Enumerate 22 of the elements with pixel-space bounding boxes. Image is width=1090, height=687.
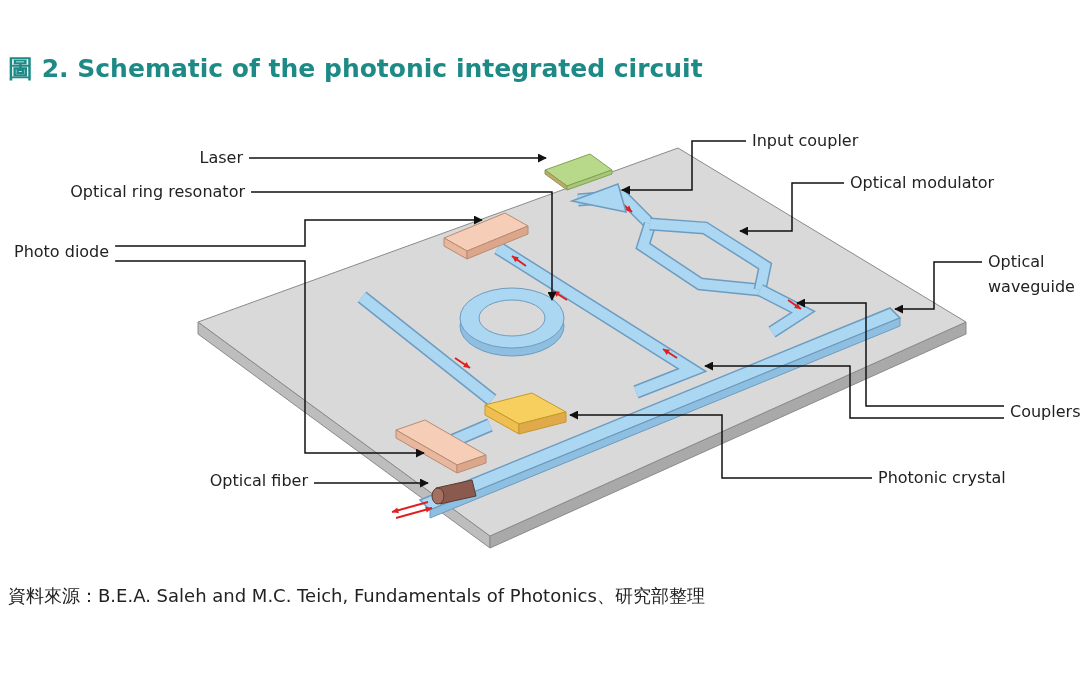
callout-label: Photo diode	[14, 242, 110, 262]
source-note: 資料來源：B.E.A. Saleh and M.C. Teich, Fundamentals of Photonics、研究部整理	[8, 584, 705, 608]
leader-line	[114, 260, 425, 458]
title: 圖 2. Schematic of the photonic integrated circuit	[8, 53, 703, 85]
leader-line	[739, 182, 845, 236]
leader-line	[704, 361, 1005, 419]
leader-line	[569, 410, 873, 479]
callout-label: Couplers	[1010, 402, 1081, 422]
callout-label: Optical ring resonator	[70, 182, 245, 202]
leader-line	[313, 478, 429, 488]
leader-line	[114, 215, 483, 247]
callout-label: Optical waveguide	[988, 249, 1076, 299]
leader-line	[250, 191, 557, 301]
leader-line	[621, 140, 747, 195]
leader-line	[248, 153, 547, 163]
leader-line	[796, 298, 1005, 407]
callout-label: Input coupler	[752, 131, 859, 151]
callout-label: Laser	[199, 148, 243, 168]
leader-line	[894, 261, 983, 314]
callout-label: Optical modulator	[850, 173, 995, 193]
callout-label: Photonic crystal	[878, 468, 1006, 488]
callout-label: Optical fiber	[209, 471, 308, 491]
